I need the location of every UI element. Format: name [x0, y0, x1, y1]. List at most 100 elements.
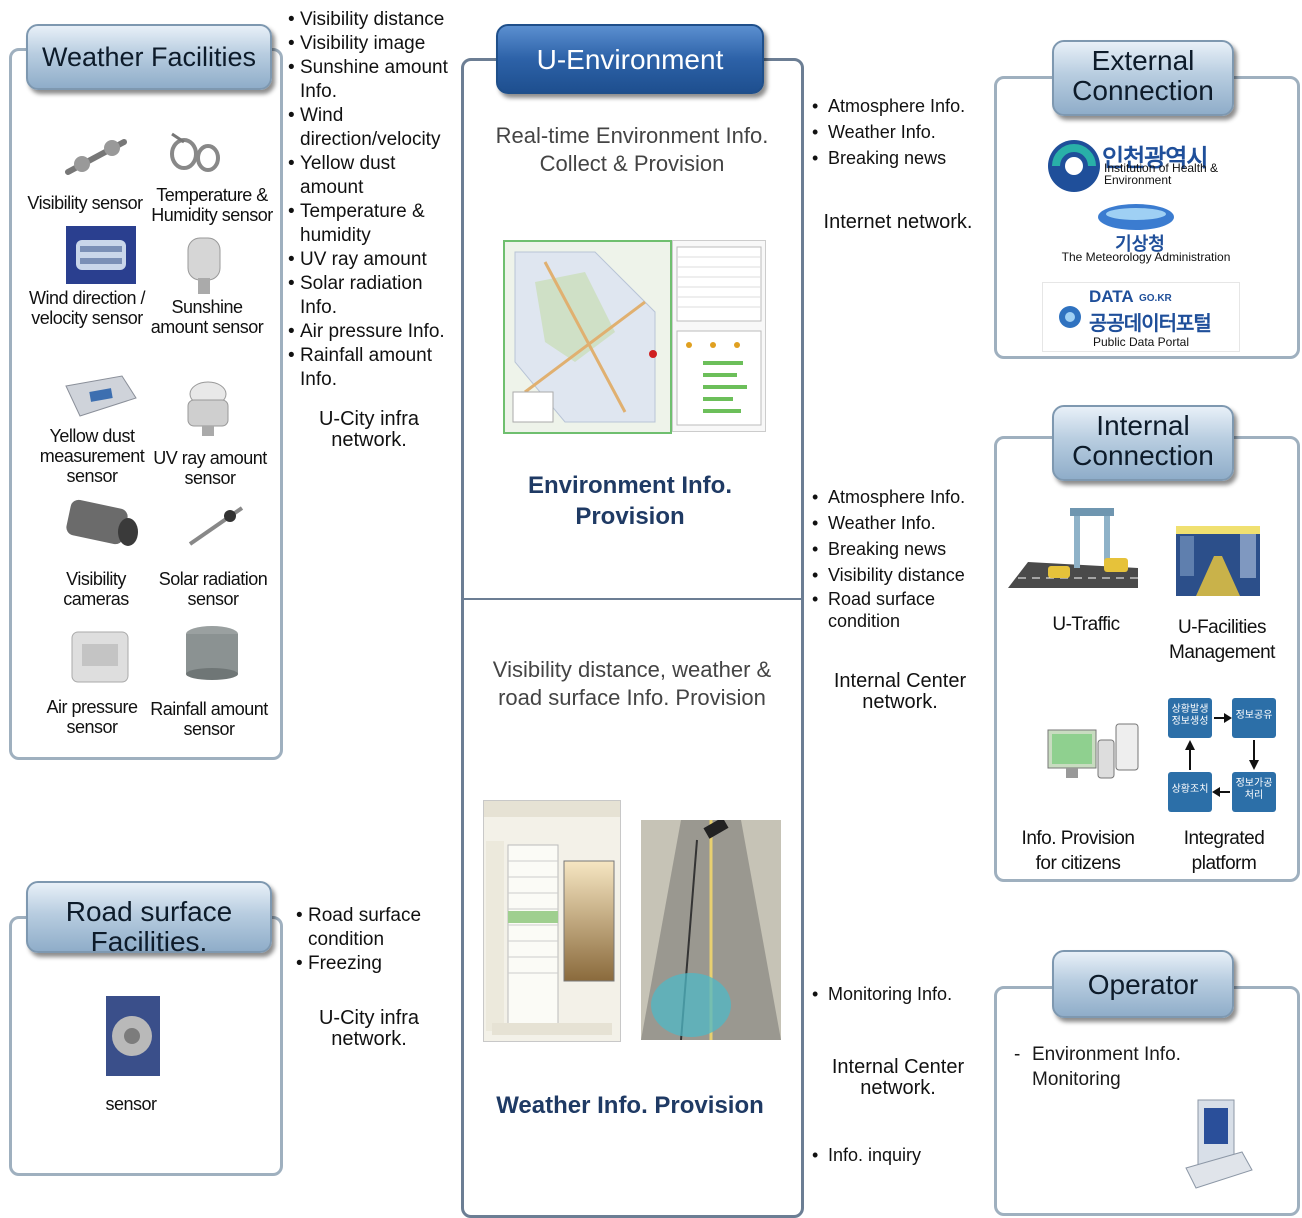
integrated-platform-label: Integrated platform	[1183, 828, 1265, 874]
citizen-info-label: Info. Provision for citizens	[1021, 828, 1135, 874]
road-facilities-title: Road surface Facilities.	[26, 881, 272, 957]
operator-task-text: Environment Info. Monitoring	[1032, 1044, 1181, 1090]
yellow-dust-sensor-icon	[65, 375, 137, 417]
internet-network-label: Internet network.	[823, 211, 973, 233]
kma-korean-text: 기상청	[1115, 234, 1165, 254]
uv-sensor-icon	[187, 381, 229, 436]
internal-connection-title: Internal Connection	[1052, 405, 1234, 481]
internal-data-list: Atmosphere Info. Weather Info. Breaking …	[812, 484, 990, 632]
external-data-item: Weather Info.	[812, 119, 990, 145]
internal-network-label: Internal Center network.	[833, 670, 967, 713]
external-connection-title: External Connection	[1052, 40, 1234, 116]
environment-map-screenshot	[503, 240, 672, 434]
data-english-text: Public Data Portal	[1092, 335, 1190, 349]
u-environment-title: U-Environment	[496, 24, 764, 94]
data-logo-text: DATA	[1089, 287, 1134, 306]
rainfall-sensor-icon	[186, 626, 238, 680]
weather-facilities-title: Weather Facilities	[26, 24, 272, 90]
incheon-logo: 인천광역시 Institution of Health & Environmen…	[1046, 136, 1246, 196]
visibility-camera-icon	[66, 499, 138, 546]
weather-app-screenshot	[483, 800, 621, 1042]
internal-data-item: Breaking news	[812, 536, 990, 562]
u-traffic-label: U-Traffic	[1052, 614, 1120, 635]
operator-out-item: Monitoring Info.	[812, 982, 990, 1006]
kma-english-text: The Meteorology Administration	[1061, 250, 1231, 264]
visibility-sensor-label: Visibility sensor	[27, 193, 143, 213]
external-data-item: Breaking news	[812, 145, 990, 171]
incheon-english-text: Institution of Health & Environment	[1104, 161, 1219, 187]
environment-map-icon	[505, 242, 670, 432]
air-pressure-sensor-label: Air pressure sensor	[46, 697, 138, 737]
weather-data-item: Solar radiation Info.	[288, 272, 430, 320]
integrated-platform-diagram: 상황발생 정보생성 정보공유 정보가공 처리 상황조치	[1166, 694, 1280, 814]
environment-info-provision-caption: Environment Info. Provision	[528, 472, 732, 530]
environment-table-icon	[676, 246, 762, 426]
operator-in-item: Info. inquiry	[812, 1143, 990, 1167]
external-data-list: Atmosphere Info. Weather Info. Breaking …	[812, 93, 990, 171]
operator-task: - Environment Info. Monitoring	[1014, 1042, 1224, 1092]
weather-network-label: U-City infra network.	[318, 408, 419, 451]
road-tunnel-screenshot	[641, 817, 781, 1041]
u-traffic-icon	[1008, 508, 1138, 588]
kma-emblem-icon	[1098, 204, 1174, 230]
road-data-item: Freezing	[296, 952, 446, 976]
visibility-cameras-label: Visibility cameras	[63, 569, 129, 609]
internal-data-item: Road surface condition	[812, 588, 958, 632]
internal-data-item: Visibility distance	[812, 562, 990, 588]
road-network-label: U-City infra network.	[318, 1007, 419, 1050]
u-environment-divider	[464, 598, 801, 600]
weather-data-item: Yellow dust amount	[288, 152, 410, 200]
incheon-korean-text: 인천광역시	[1102, 145, 1208, 172]
air-pressure-sensor-icon	[71, 631, 129, 683]
weather-data-item: Sunshine amount Info.	[288, 56, 450, 104]
operator-title: Operator	[1052, 950, 1234, 1018]
sunshine-sensor-icon	[187, 237, 221, 294]
weather-data-list: Visibility distance Visibility image Sun…	[288, 8, 460, 392]
public-data-emblem-icon	[1059, 306, 1081, 328]
operator-task-dash: -	[1014, 1044, 1021, 1065]
u-environment-bottom-subtitle: Visibility distance, weather & road surf…	[492, 657, 772, 710]
platform-node: 상황발생 정보생성	[1168, 698, 1212, 738]
weather-data-item: Visibility distance	[288, 8, 460, 32]
weather-data-item: Wind direction/velocity	[288, 104, 450, 152]
operator-out-list: Monitoring Info.	[812, 982, 990, 1006]
platform-node: 정보가공 처리	[1232, 772, 1276, 812]
u-facilities-label: U-Facilities Management	[1169, 617, 1275, 663]
weather-data-item: Rainfall amount Info.	[288, 344, 450, 392]
citizen-info-icon	[1047, 723, 1139, 779]
weather-data-item: Air pressure Info.	[288, 320, 460, 344]
weather-data-item: Temperature & humidity	[288, 200, 430, 248]
data-domain-text: GO.KR	[1139, 293, 1172, 304]
operator-network-label: Internal Center network.	[831, 1056, 965, 1099]
wind-sensor-icon	[66, 226, 136, 284]
computer-icon	[1185, 1099, 1253, 1189]
external-data-item: Atmosphere Info.	[812, 93, 990, 119]
rainfall-sensor-label: Rainfall amount sensor	[150, 699, 268, 739]
visibility-sensor-icon	[65, 139, 127, 175]
internal-data-item: Atmosphere Info.	[812, 484, 990, 510]
public-data-portal-logo: DATA GO.KR 공공데이터포털 Public Data Portal	[1042, 282, 1240, 352]
internal-data-item: Weather Info.	[812, 510, 990, 536]
u-environment-panel	[461, 58, 804, 1218]
u-environment-top-subtitle: Real-time Environment Info. Collect & Pr…	[495, 123, 769, 176]
platform-node: 정보공유	[1232, 698, 1276, 738]
kma-logo: 기상청 The Meteorology Administration	[1046, 198, 1242, 266]
road-tunnel-icon	[641, 817, 781, 1041]
road-data-list: Road surface condition Freezing	[296, 904, 446, 976]
weather-info-provision-caption: Weather Info. Provision	[496, 1092, 764, 1119]
temperature-humidity-sensor-icon	[170, 132, 220, 172]
environment-data-panel-screenshot	[672, 240, 766, 432]
road-data-item: Road surface condition	[296, 904, 432, 952]
weather-data-item: UV ray amount	[288, 248, 460, 272]
platform-cycle-arrows-icon	[1185, 713, 1259, 797]
operator-in-list: Info. inquiry	[812, 1143, 990, 1167]
incheon-emblem-icon	[1048, 140, 1100, 192]
road-sensor-icon	[106, 996, 160, 1076]
yellow-dust-sensor-label: Yellow dust measurement sensor	[39, 426, 145, 486]
uv-sensor-label: UV ray amount sensor	[153, 448, 267, 488]
sunshine-sensor-label: Sunshine amount sensor	[150, 297, 264, 337]
temperature-humidity-sensor-label: Temperature & Humidity sensor	[151, 185, 273, 225]
weather-app-icon	[484, 801, 620, 1035]
u-facilities-icon	[1176, 526, 1260, 596]
data-korean-text: 공공데이터포털	[1089, 313, 1212, 335]
